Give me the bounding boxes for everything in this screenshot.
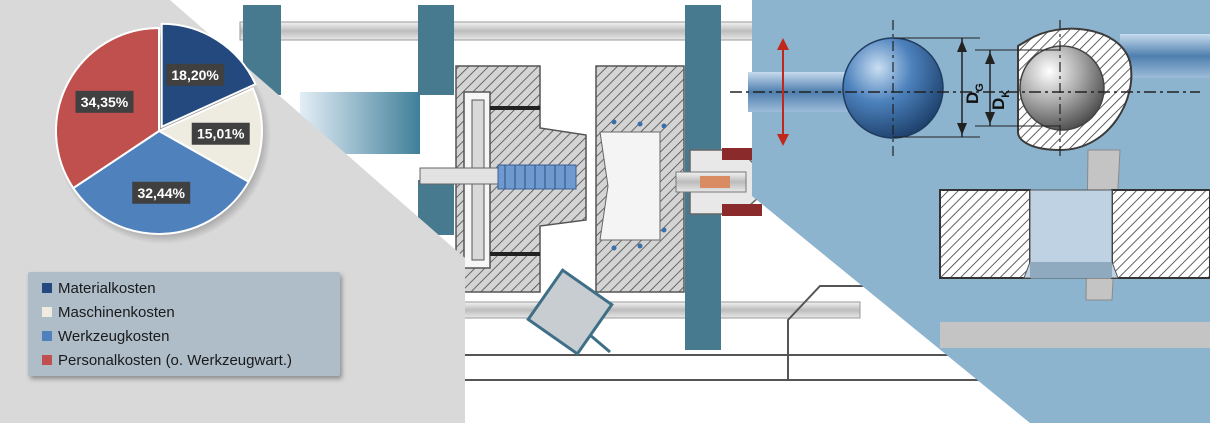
diameter-g-label: DG bbox=[963, 83, 986, 104]
data-label: 15,01% bbox=[197, 126, 245, 142]
legend-label: Materialkosten bbox=[58, 279, 156, 297]
legend-item-materialkosten: Materialkosten bbox=[28, 276, 340, 300]
data-label-box bbox=[166, 63, 225, 86]
diameter-k-label: DK bbox=[989, 90, 1012, 110]
pie-chart: 18,20% 15,01% 32,44% 34,35% bbox=[55, 22, 263, 235]
data-label: 34,35% bbox=[81, 94, 129, 110]
data-label: 32,44% bbox=[137, 185, 185, 201]
legend-item-werkzeugkosten: Werkzeugkosten bbox=[28, 324, 340, 348]
ball-joint-illustration: DG DK bbox=[730, 20, 1210, 348]
data-label-box bbox=[75, 90, 134, 113]
legend-label: Werkzeugkosten bbox=[58, 327, 170, 345]
data-label: 18,20% bbox=[171, 67, 219, 83]
legend-swatch bbox=[42, 355, 52, 365]
legend-label: Maschinenkosten bbox=[58, 303, 175, 321]
data-label-box bbox=[191, 122, 250, 145]
legend-item-maschinenkosten: Maschinenkosten bbox=[28, 300, 340, 324]
data-label-box bbox=[132, 181, 191, 204]
legend-swatch bbox=[42, 283, 52, 293]
chart-legend: Materialkosten Maschinenkosten Werkzeugk… bbox=[28, 272, 340, 376]
legend-label: Personalkosten (o. Werkzeugwart.) bbox=[58, 351, 292, 369]
legend-swatch bbox=[42, 331, 52, 341]
legend-swatch bbox=[42, 307, 52, 317]
legend-item-personalkosten: Personalkosten (o. Werkzeugwart.) bbox=[28, 348, 340, 372]
